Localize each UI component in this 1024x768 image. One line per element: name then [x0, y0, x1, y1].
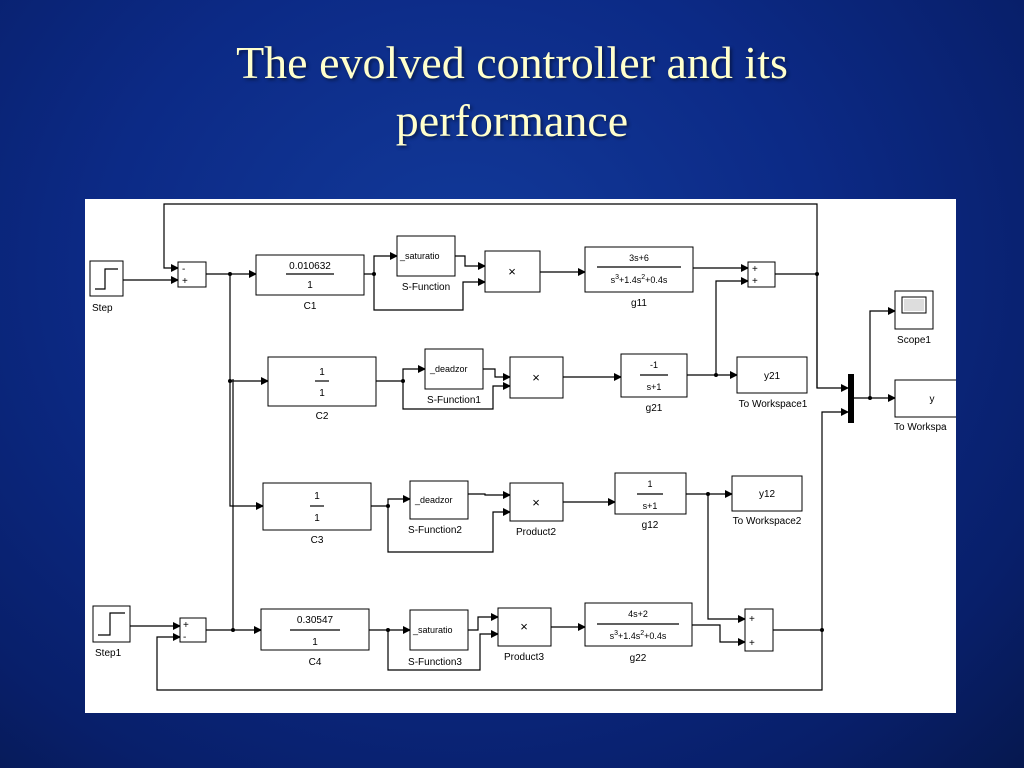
product2-block[interactable]: × Product2 — [509, 482, 564, 538]
tf-g12-block[interactable]: 1 s+1 g12 — [614, 472, 687, 531]
to-workspace1-label: To Workspace1 — [739, 399, 808, 410]
gain-c3-den: 1 — [314, 513, 320, 524]
tf-g12-den: s+1 — [643, 501, 658, 511]
tf-g22-num: 4s+2 — [628, 609, 648, 619]
sum3-sign-top: + — [752, 264, 758, 275]
sfunction2-label: S-Function2 — [408, 525, 462, 536]
gain-c1-num: 0.010632 — [289, 261, 331, 272]
gain-c1-den: 1 — [307, 280, 313, 291]
gain-c4-den: 1 — [312, 637, 318, 648]
gain-c4-block[interactable]: 0.30547 1 C4 — [260, 608, 370, 668]
tf-g11-label: g11 — [631, 298, 647, 309]
sum3-sign-bottom: + — [752, 276, 758, 287]
gain-c2-block[interactable]: 1 1 C2 — [267, 356, 377, 422]
step-block[interactable]: Step — [89, 260, 124, 314]
product3-label: Product3 — [504, 652, 544, 663]
gain-c2-den: 1 — [319, 388, 325, 399]
sfunction-block[interactable]: _saturatio S-Function — [396, 235, 456, 293]
sfunction-label: S-Function — [402, 282, 450, 293]
to-workspace-var: y — [930, 394, 935, 405]
tf-g12-label: g12 — [642, 520, 659, 531]
gain-c3-block[interactable]: 1 1 C3 — [262, 482, 372, 546]
sfunction2-inner: _deadzor — [414, 495, 453, 505]
sum2-block[interactable]: + - — [179, 617, 207, 643]
to-workspace2-label: To Workspace2 — [733, 516, 802, 527]
product3-symbol: × — [520, 619, 528, 634]
sum1-sign-top: - — [182, 264, 185, 275]
to-workspace-block[interactable]: y To Workspa — [894, 379, 956, 433]
sum1-sign-bottom: + — [182, 276, 188, 287]
sum4-sign-top: + — [749, 614, 755, 625]
step1-label: Step1 — [95, 648, 122, 659]
product-block[interactable]: × — [509, 356, 564, 399]
tf-g22-block[interactable]: 4s+2 s3+1.4s2+0.4s g22 — [584, 602, 693, 664]
product-symbol: × — [532, 370, 540, 385]
gain-c1-block[interactable]: 0.010632 1 C1 — [255, 254, 365, 312]
sfunction2-block[interactable]: _deadzor S-Function2 — [408, 480, 469, 536]
mux-block[interactable] — [848, 374, 854, 423]
gain-c2-num: 1 — [319, 367, 325, 378]
sfunction3-block[interactable]: _saturatio S-Function3 — [408, 609, 469, 668]
sum2-sign-bottom: - — [183, 632, 186, 643]
scope1-label: Scope1 — [897, 335, 931, 346]
tf-g21-den: s+1 — [647, 382, 662, 392]
gain-c4-num: 0.30547 — [297, 615, 334, 626]
tf-g11-block[interactable]: 3s+6 s3+1.4s2+0.4s g11 — [584, 246, 694, 309]
tf-g21-block[interactable]: -1 s+1 g21 — [620, 353, 688, 414]
to-workspace1-var: y21 — [764, 371, 781, 382]
tf-g11-den: s3+1.4s2+0.4s — [611, 274, 668, 285]
product2-symbol: × — [532, 495, 540, 510]
to-workspace-label: To Workspa — [894, 422, 947, 433]
gain-c3-label: C3 — [311, 535, 324, 546]
product1-block[interactable]: × — [484, 250, 541, 293]
to-workspace2-var: y12 — [759, 489, 776, 500]
sfunction3-label: S-Function3 — [408, 657, 462, 668]
tf-g21-num: -1 — [650, 360, 658, 370]
gain-c4-label: C4 — [309, 657, 322, 668]
slide-title-line1: The evolved controller and its — [236, 37, 788, 88]
sum4-sign-bottom: + — [749, 638, 755, 649]
tf-g22-label: g22 — [630, 653, 647, 664]
signal-wires — [123, 203, 896, 691]
sfunction3-inner: _saturatio — [412, 625, 453, 635]
to-workspace2-block[interactable]: y12 To Workspace2 — [731, 475, 803, 527]
sfunction1-inner: _deadzor — [429, 364, 468, 374]
scope1-block[interactable]: Scope1 — [894, 290, 934, 346]
product3-block[interactable]: × Product3 — [497, 607, 552, 663]
slide-title: The evolved controller and its performan… — [0, 34, 1024, 150]
sum2-sign-top: + — [183, 620, 189, 631]
tf-g21-label: g21 — [646, 403, 663, 414]
tf-g22-den: s3+1.4s2+0.4s — [610, 630, 667, 641]
gain-c3-num: 1 — [314, 491, 320, 502]
slide-title-line2: performance — [395, 95, 629, 146]
simulink-diagram: Step Step1 - + + - + + + + 0.010632 1 C1… — [85, 199, 956, 713]
sum4-block[interactable]: + + — [744, 608, 774, 652]
sfunction-inner: _saturatio — [399, 251, 440, 261]
tf-g11-num: 3s+6 — [629, 253, 649, 263]
step1-block[interactable]: Step1 — [92, 605, 131, 659]
gain-c1-label: C1 — [304, 301, 317, 312]
sum3-block[interactable]: + + — [747, 261, 776, 288]
gain-c2-label: C2 — [316, 411, 329, 422]
to-workspace1-block[interactable]: y21 To Workspace1 — [736, 356, 808, 410]
sfunction1-block[interactable]: _deadzor S-Function1 — [424, 348, 484, 406]
step-label: Step — [92, 303, 113, 314]
sum1-block[interactable]: - + — [177, 261, 207, 288]
product1-symbol: × — [508, 264, 516, 279]
sfunction1-label: S-Function1 — [427, 395, 481, 406]
tf-g12-num: 1 — [647, 479, 652, 489]
product2-label: Product2 — [516, 527, 556, 538]
